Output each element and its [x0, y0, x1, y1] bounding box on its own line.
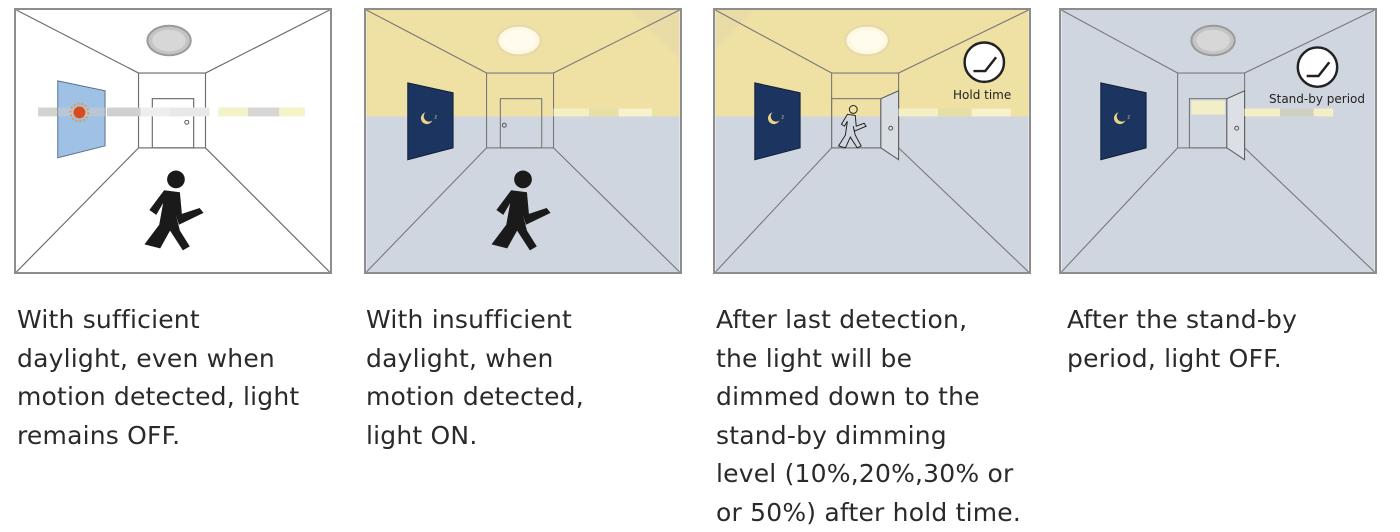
room-illustration-day — [16, 10, 330, 272]
walking-person-icon — [144, 170, 204, 251]
svg-text:z: z — [1127, 114, 1130, 120]
room-illustration-night-on: z — [366, 10, 680, 272]
window-icon — [407, 82, 454, 161]
door-knob-icon — [184, 119, 190, 125]
room-illustration-off: z — [1061, 10, 1375, 272]
panel-hold-time: z Hold time — [713, 8, 1031, 274]
window-icon — [754, 82, 801, 161]
sun-icon — [73, 106, 86, 119]
window-icon — [57, 80, 106, 159]
walking-person-icon — [491, 170, 551, 251]
clock-icon — [963, 41, 1006, 84]
standby-period-label: Stand-by period — [1269, 92, 1365, 106]
door-icon — [880, 90, 900, 161]
svg-text:z: z — [781, 114, 784, 120]
hold-time-label: Hold time — [953, 88, 1012, 102]
moon-icon — [1113, 112, 1126, 125]
room-illustration-hold: z — [715, 10, 1029, 272]
panel-standby-period: z Stand-by period — [1059, 8, 1377, 274]
moon-icon — [767, 112, 780, 125]
door-knob-icon — [501, 122, 507, 128]
panel-sufficient-daylight — [14, 8, 332, 274]
walking-person-outline-icon — [837, 105, 867, 149]
moon-icon — [420, 112, 433, 125]
clock-icon — [1296, 46, 1339, 89]
caption-sufficient-daylight: With sufficient daylight, even when moti… — [17, 305, 300, 450]
caption-insufficient-daylight: With insufficient daylight, when motion … — [366, 305, 584, 450]
window-icon — [1100, 82, 1147, 161]
svg-text:z: z — [434, 114, 437, 120]
panel-insufficient-daylight: z — [364, 8, 682, 274]
caption-standby-period: After the stand-by period, light OFF. — [1067, 305, 1298, 373]
door-icon — [1226, 90, 1246, 161]
caption-hold-time: After last detection, the light will be … — [716, 305, 1022, 527]
